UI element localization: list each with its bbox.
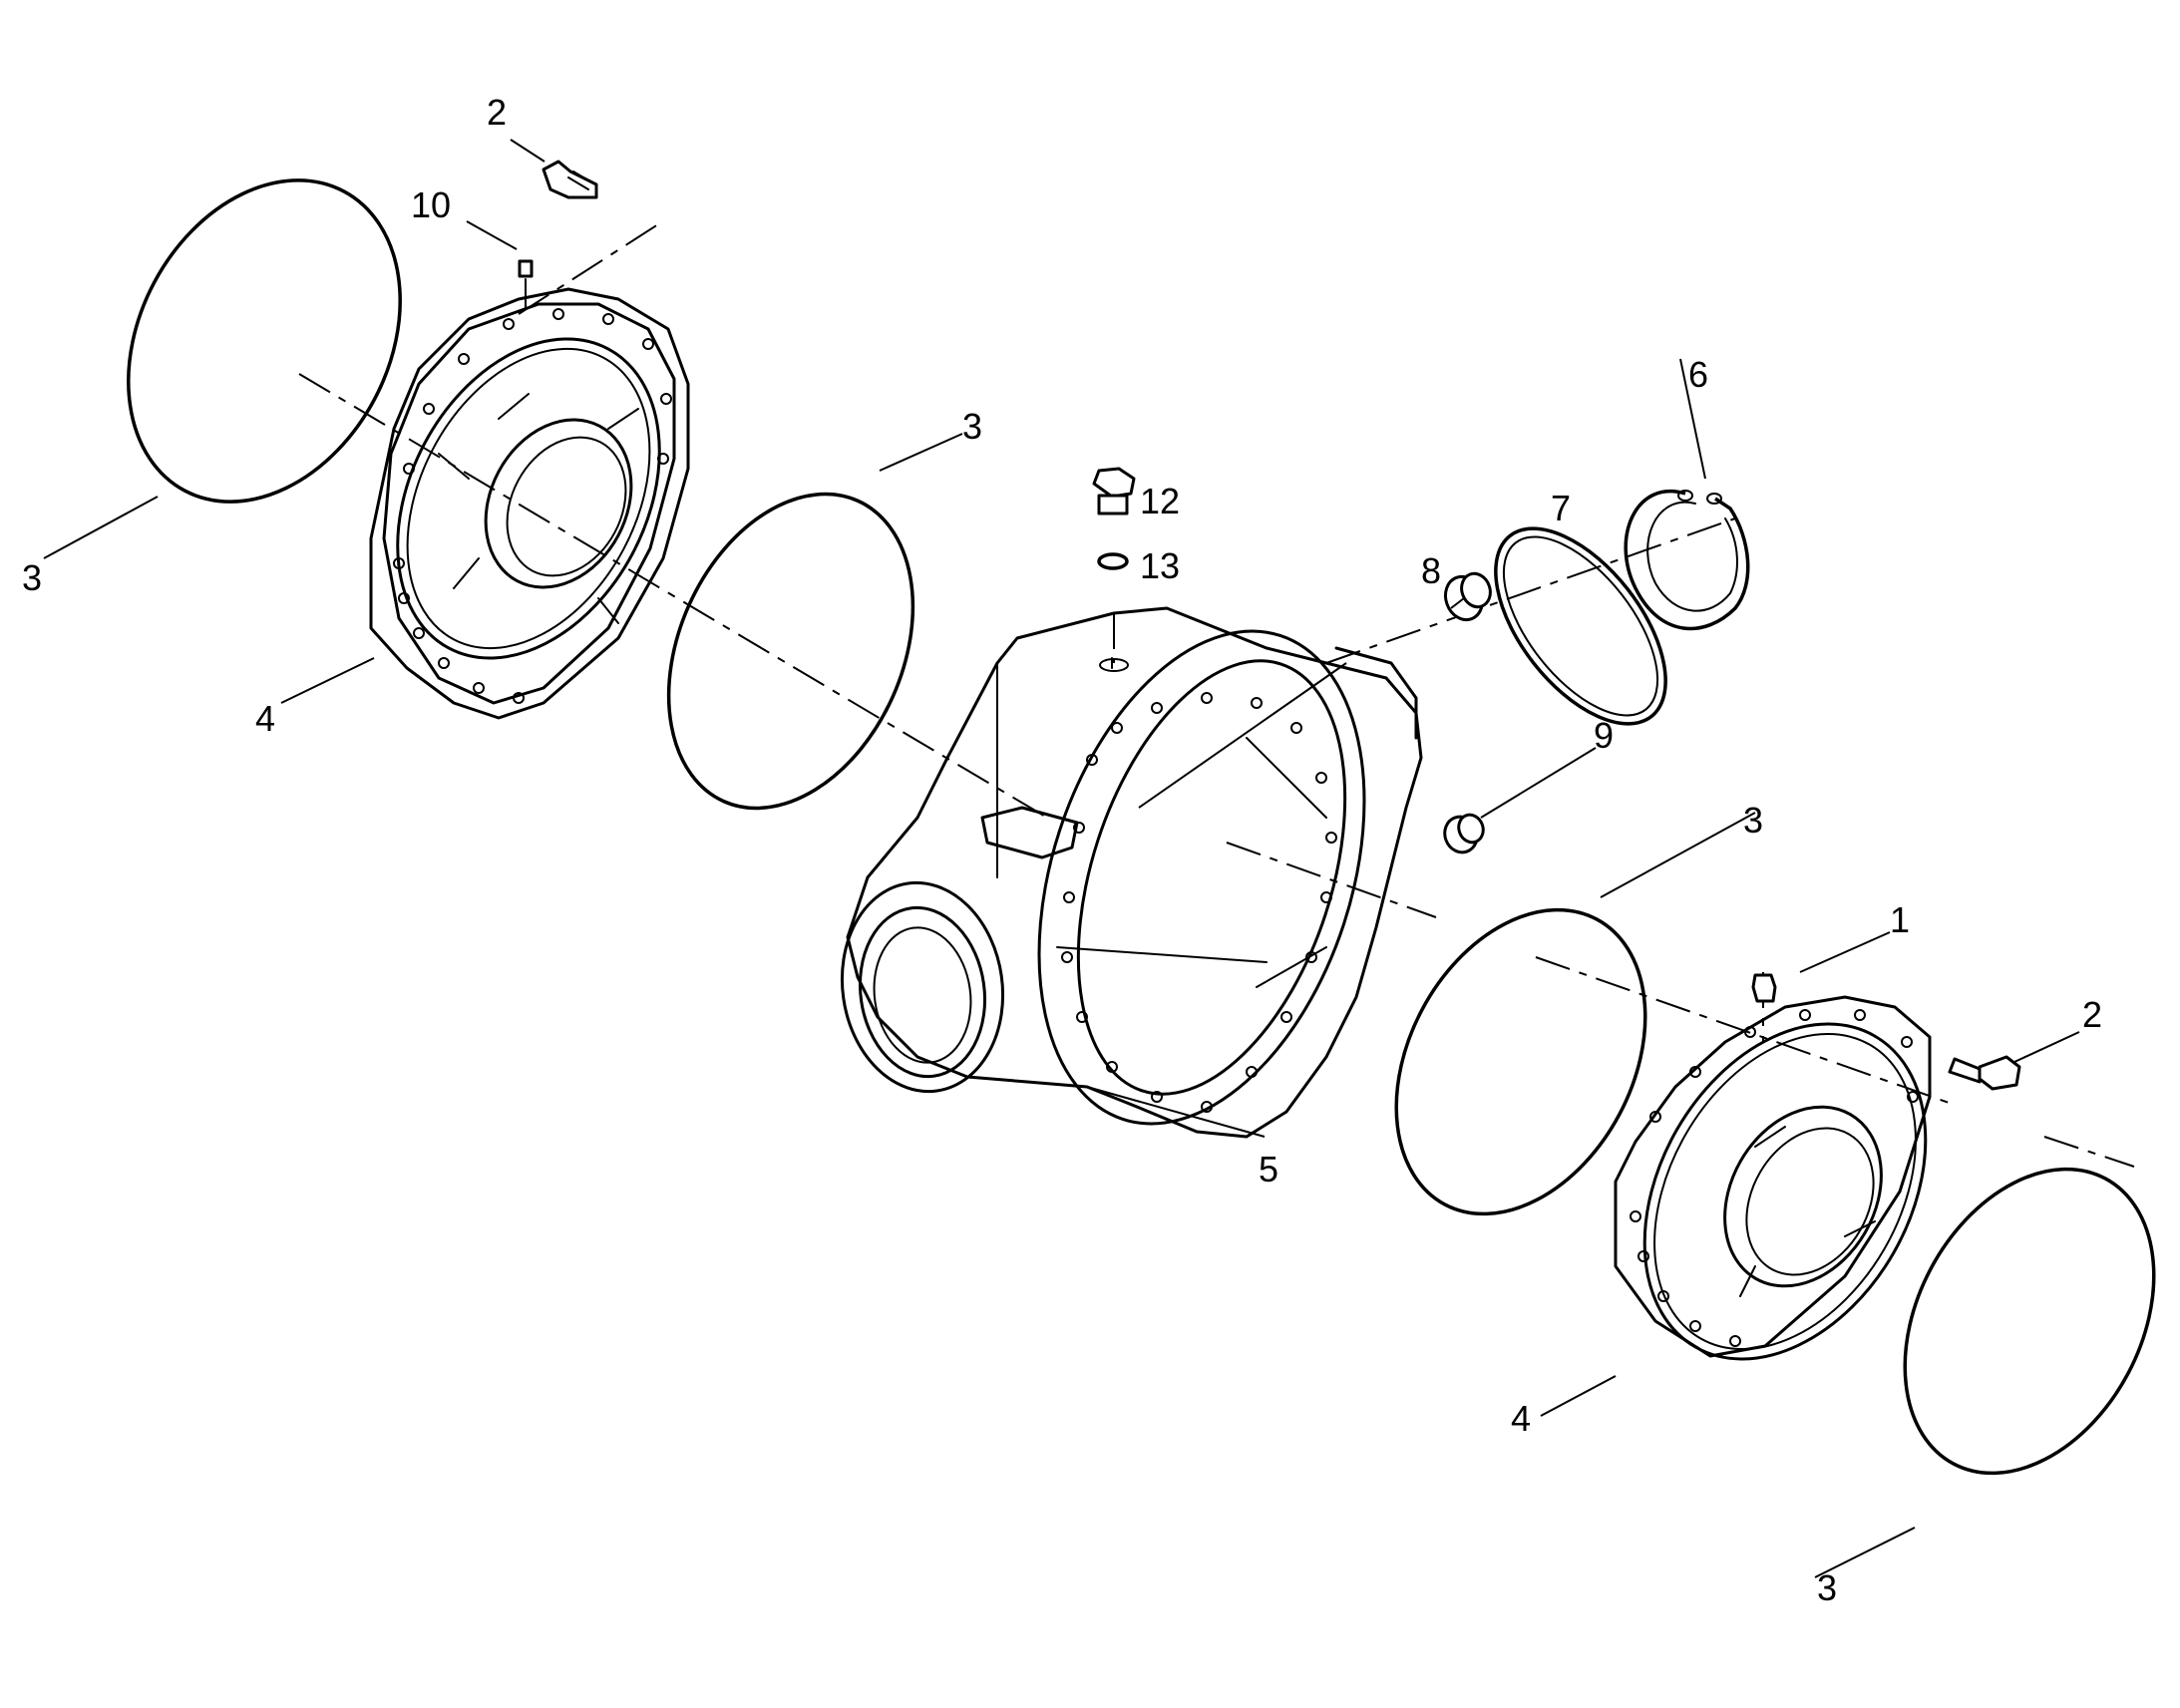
o-ring-2: [666, 492, 915, 811]
callout-13: 13: [1140, 545, 1180, 586]
leader-lines: [43, 139, 2080, 1578]
callouts: 2 10 3 4 3 12 13 8 7 6 9 3 1 2 5 4 3: [22, 92, 2102, 1608]
screw-10: [518, 259, 534, 310]
washer-13: [1097, 552, 1129, 570]
ring-7: [1494, 526, 1667, 726]
bolt-2-upper: [542, 160, 598, 199]
end-cover-right: [1614, 995, 1932, 1361]
bolt-2-lower: [1948, 1055, 2021, 1091]
fitting-1: [1751, 973, 1777, 1003]
callout-4-right: 4: [1511, 1398, 1531, 1439]
center-lines: [298, 223, 2135, 1168]
callout-12: 12: [1140, 481, 1180, 521]
o-ring-3: [1394, 907, 1647, 1216]
end-cover-left: [369, 287, 690, 720]
snap-ring-6: [1624, 490, 1750, 631]
callout-2-upper: 2: [487, 92, 507, 133]
housing: [840, 606, 1423, 1139]
callout-1: 1: [1890, 899, 1910, 940]
plug-12: [1092, 467, 1136, 515]
callout-2-lower: 2: [2082, 994, 2102, 1035]
callout-6: 6: [1688, 354, 1708, 395]
callout-9: 9: [1594, 715, 1614, 756]
plug-8: [1443, 571, 1492, 622]
o-ring-4: [1903, 1167, 2156, 1476]
callout-3-upper-left: 3: [22, 557, 42, 598]
callout-7: 7: [1551, 488, 1571, 528]
callout-3-lower-right: 3: [1817, 1567, 1837, 1608]
callout-5: 5: [1259, 1149, 1278, 1190]
o-ring-1: [127, 178, 402, 504]
callout-3-right: 3: [1743, 800, 1763, 841]
o-rings: [127, 178, 2156, 1476]
callout-4-left: 4: [255, 698, 275, 739]
callout-10: 10: [411, 184, 451, 225]
callout-3-center: 3: [962, 406, 982, 447]
callout-8: 8: [1421, 550, 1441, 591]
plug-9: [1443, 813, 1485, 854]
